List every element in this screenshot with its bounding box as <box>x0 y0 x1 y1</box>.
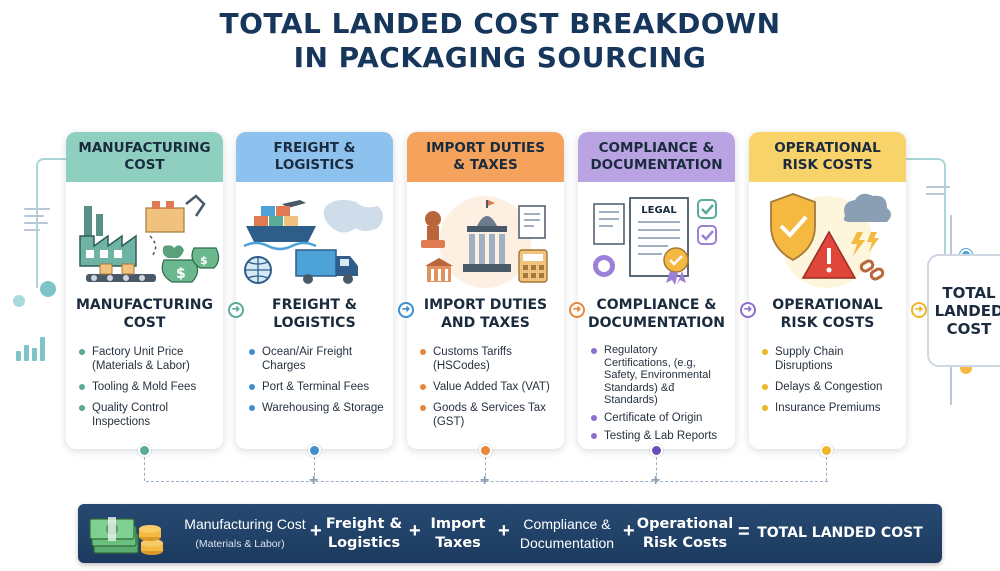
connector-line <box>144 457 145 481</box>
total-cost-equation-bar: Manufacturing Cost (Materials & Labor) +… <box>78 504 942 563</box>
legal-document-icon: LEGAL <box>593 197 717 285</box>
bar-chart-decor-icon <box>16 337 45 361</box>
arrow-right-icon: ➜ <box>398 302 414 318</box>
card-header-line1: MANUFACTURING <box>78 140 211 156</box>
card-item-list: Factory Unit Price (Materials & Labor) T… <box>78 345 220 435</box>
decor-dot <box>40 281 56 297</box>
equation-term-manufacturing: Manufacturing Cost (Materials & Labor) <box>184 516 306 550</box>
list-item: Tooling & Mold Fees <box>78 380 220 394</box>
page-title-line2: IN PACKAGING SOURCING <box>293 41 707 74</box>
factory-icon: $ $ <box>79 194 220 283</box>
list-item: Goods & Services Tax (GST) <box>419 401 561 429</box>
decor-dot <box>13 295 25 307</box>
page-title-line1: TOTAL LANDED COST BREAKDOWN <box>219 7 781 40</box>
money-stack-icon <box>89 517 163 555</box>
connector-dot <box>138 444 151 457</box>
arrow-right-icon: ➜ <box>911 302 927 318</box>
lines-decor-icon <box>926 186 950 200</box>
svg-text:$: $ <box>200 254 208 267</box>
connector-dot <box>650 444 663 457</box>
list-item: Supply Chain Disruptions <box>761 345 903 373</box>
card-item-list: Supply Chain Disruptions Delays & Conges… <box>761 345 903 421</box>
ship-truck-icon <box>243 199 383 284</box>
equation-term-compliance: Compliance &Documentation <box>519 516 615 551</box>
list-item: Port & Terminal Fees <box>248 380 390 394</box>
connector-line <box>146 481 828 482</box>
list-item: Ocean/Air Freight Charges <box>248 345 390 373</box>
plus-icon: + <box>623 520 635 542</box>
card-header: FREIGHT &LOGISTICS <box>236 132 393 182</box>
equation-result: TOTAL LANDED COST <box>757 525 923 541</box>
list-item: Value Added Tax (VAT) <box>419 380 561 394</box>
total-landed-cost-box <box>927 254 1000 367</box>
connector-right-decor <box>906 158 946 313</box>
list-item: Delays & Congestion <box>761 380 903 394</box>
svg-text:$: $ <box>176 266 186 282</box>
plus-icon: + <box>309 472 319 489</box>
connector-dot <box>820 444 833 457</box>
card-header-line2: COST <box>124 157 165 173</box>
plus-icon: + <box>651 472 661 489</box>
card-compliance-documentation: COMPLIANCE &DOCUMENTATION LEGAL COMPLIAN… <box>578 132 735 449</box>
arrow-right-icon: ➜ <box>569 302 585 318</box>
connector-line <box>656 457 657 481</box>
equation-term-freight: Freight &Logistics <box>325 516 403 551</box>
lines-decor-icon <box>24 208 50 236</box>
card-header: COMPLIANCE &DOCUMENTATION <box>578 132 735 182</box>
list-item: Testing & Lab Reports <box>590 429 732 443</box>
card-header: IMPORT DUTIES& TAXES <box>407 132 564 182</box>
customs-building-icon <box>421 196 548 288</box>
list-item: Customs Tariffs (HSCodes) <box>419 345 561 373</box>
equals-icon: = <box>738 521 750 543</box>
plus-icon: + <box>310 520 322 542</box>
card-item-list: Regulatory Certifications, (e.g, Safety,… <box>590 344 732 449</box>
list-item: Warehousing & Storage <box>248 401 390 415</box>
legal-label: LEGAL <box>641 205 677 216</box>
arrow-right-icon: ➜ <box>740 302 756 318</box>
list-item: Insurance Premiums <box>761 401 903 415</box>
card-freight-logistics: FREIGHT &LOGISTICS FREIGHT &LOGISTICS Oc… <box>236 132 393 449</box>
card-item-list: Ocean/Air Freight Charges Port & Termina… <box>248 345 390 421</box>
card-title: COMPLIANCE &DOCUMENTATION <box>588 297 725 331</box>
list-item: Regulatory Certifications, (e.g, Safety,… <box>590 344 732 407</box>
card-item-list: Customs Tariffs (HSCodes) Value Added Ta… <box>419 345 561 435</box>
connector-line <box>485 457 486 481</box>
list-item: Factory Unit Price (Materials & Labor) <box>78 345 220 373</box>
plus-icon: + <box>480 472 490 489</box>
list-item: Certificate of Origin <box>590 411 732 425</box>
plus-icon: + <box>498 520 510 542</box>
arrow-right-icon: ➜ <box>228 302 244 318</box>
card-title: FREIGHT &LOGISTICS <box>272 297 357 331</box>
plus-icon: + <box>409 520 421 542</box>
connector-line <box>314 457 315 481</box>
connector-dot <box>308 444 321 457</box>
connector-line <box>826 457 827 481</box>
connector-dot <box>479 444 492 457</box>
list-item: Quality Control Inspections <box>78 401 220 429</box>
shield-warning-icon <box>770 193 891 288</box>
